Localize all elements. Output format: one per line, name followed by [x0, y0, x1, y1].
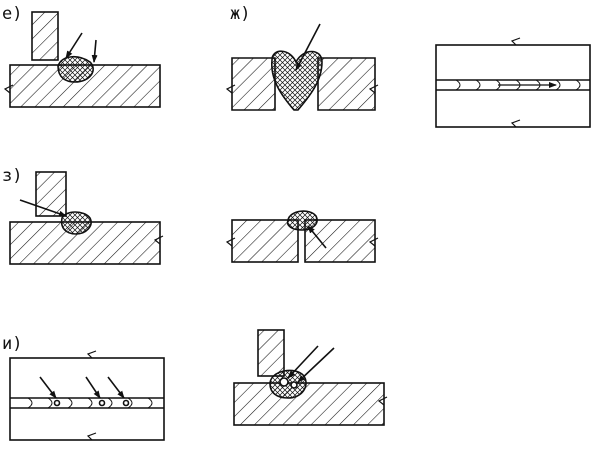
pore-2	[98, 399, 106, 407]
weld-bead-root	[286, 210, 318, 231]
electrode-z	[35, 171, 67, 217]
arrow-e-1	[65, 32, 83, 59]
arrow-zh	[295, 23, 321, 71]
pore-1	[53, 399, 61, 407]
diagram-i	[9, 350, 165, 441]
break-mark-e	[3, 84, 14, 94]
plan-frame-top	[435, 44, 591, 128]
plate-zh-left	[231, 57, 276, 111]
pore-3	[122, 399, 130, 407]
label-zh: ж)	[230, 4, 251, 24]
break-mark-plan-i-1	[86, 350, 97, 359]
plate-root-right	[304, 219, 376, 263]
break-mark-plan-i-2	[86, 432, 97, 441]
arrow-pore-2	[85, 376, 101, 399]
pore-section-2	[290, 381, 298, 389]
arrow-pore-section-1	[287, 345, 319, 379]
arrow-pore-3	[107, 376, 125, 399]
break-mark-root-right	[368, 237, 379, 247]
weld-bead-z	[60, 211, 92, 235]
diagram-e	[3, 11, 161, 108]
label-z: з)	[2, 166, 23, 186]
seam-ripples-i	[27, 397, 153, 409]
arrow-pore-1	[39, 376, 57, 399]
electrode-pore	[257, 329, 285, 377]
diagram-plan-top	[435, 37, 591, 128]
plate-root-left	[231, 219, 299, 263]
weld-v-groove	[271, 50, 323, 111]
pore-section-1	[279, 377, 289, 387]
diagram-z	[9, 171, 164, 265]
break-mark-plan-top-2	[510, 119, 521, 128]
electrode-e	[31, 11, 59, 61]
break-mark-plan-top-1	[510, 37, 521, 46]
weld-bead-e	[57, 56, 94, 83]
label-e: е)	[2, 4, 23, 24]
arrow-z	[19, 199, 67, 217]
arrow-root	[307, 225, 327, 249]
diagram-zh	[225, 23, 379, 111]
label-i: и)	[2, 334, 23, 354]
arrow-e-2	[91, 39, 98, 63]
plan-frame-i	[9, 357, 165, 441]
break-mark-pore	[377, 396, 388, 406]
diagram-root	[225, 210, 379, 263]
break-mark-z	[153, 235, 164, 245]
break-mark-root-left	[225, 237, 236, 247]
plate-zh-right	[317, 57, 376, 111]
arrow-pore-section-2	[297, 347, 335, 383]
diagram-pore-section	[233, 329, 388, 426]
break-mark-zh-left	[225, 84, 236, 94]
plate-pore	[233, 382, 385, 426]
break-mark-zh-right	[368, 84, 379, 94]
